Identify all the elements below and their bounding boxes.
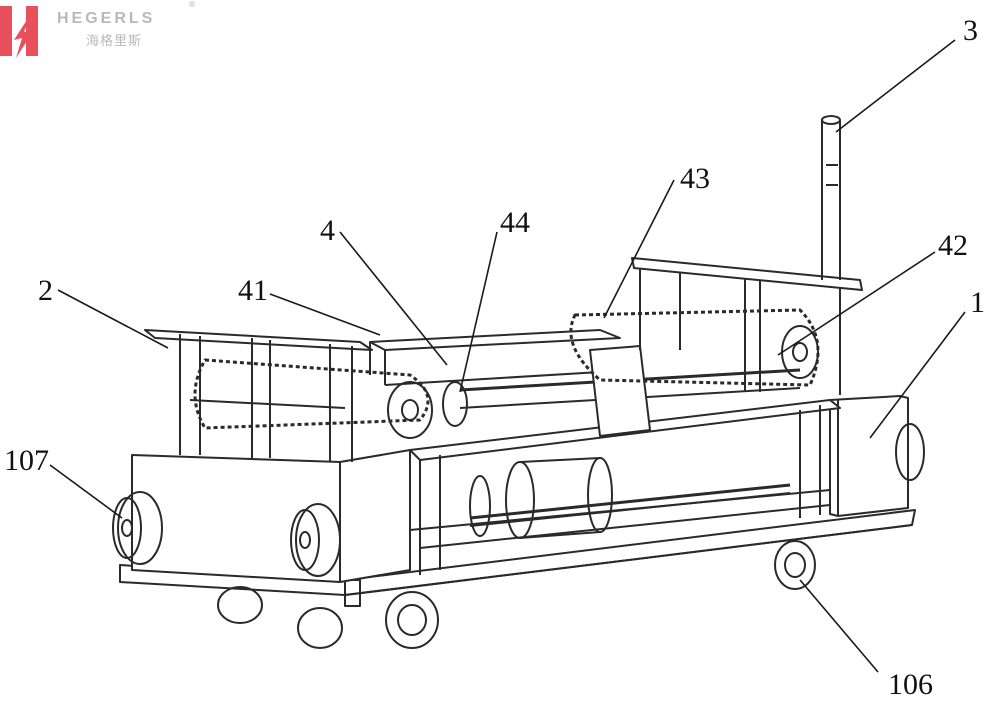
leader-4 — [339, 231, 448, 366]
callout-41: 41 — [238, 274, 268, 307]
leader-106 — [799, 579, 879, 673]
leader-43 — [603, 179, 675, 319]
leader-41 — [269, 293, 381, 336]
brand-logo: HEGERLS 海格里斯 ® — [0, 0, 200, 62]
leader-3 — [835, 39, 956, 133]
callout-1: 1 — [970, 286, 985, 319]
brand-mark-icon — [0, 6, 38, 58]
callout-3: 3 — [963, 14, 978, 47]
callout-4: 4 — [320, 214, 335, 247]
leader-2 — [57, 289, 169, 349]
brand-wordmark: HEGERLS — [57, 10, 156, 27]
callout-43: 43 — [680, 162, 710, 195]
leader-lines — [49, 39, 966, 673]
callout-44: 44 — [500, 206, 530, 239]
leader-107 — [49, 464, 123, 519]
callout-42: 42 — [938, 229, 968, 262]
callout-labels: 3 43 4 44 42 2 41 1 107 106 — [4, 14, 985, 701]
callout-106: 106 — [888, 668, 933, 701]
leader-42 — [777, 251, 936, 356]
callout-2: 2 — [38, 274, 53, 307]
callout-107: 107 — [4, 444, 49, 477]
brand-chinese-name: 海格里斯 — [86, 34, 143, 49]
leader-44 — [459, 231, 498, 393]
vehicle-linework — [112, 115, 925, 649]
brand-registered-mark: ® — [188, 0, 196, 9]
leader-1 — [869, 311, 966, 439]
